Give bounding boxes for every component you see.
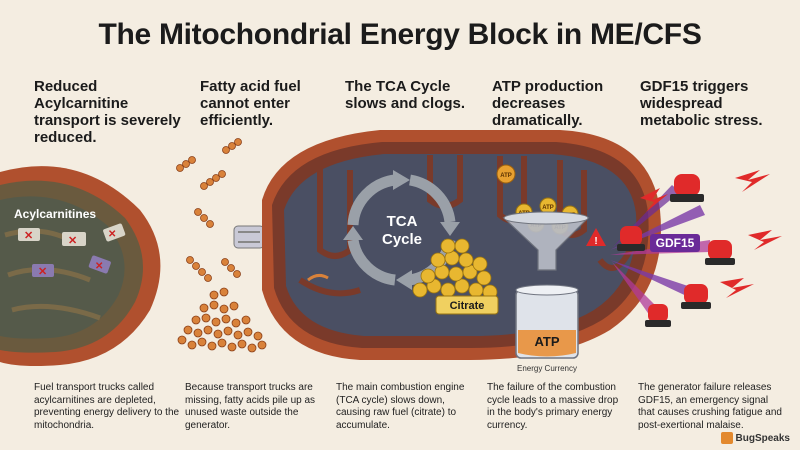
caption-atp: The failure of the combustion cycle lead… [487,382,619,431]
gdf15-tag [650,234,700,252]
brand-name: BugSpeaks [735,432,790,444]
svg-text:✕: ✕ [24,230,33,242]
citrate-label: Citrate [450,300,485,312]
heading-gdf15: GDF15 triggers widespread metabolic stre… [640,78,763,129]
heading-tca: The TCA Cycle slows and clogs. [345,78,466,112]
caption-gdf15: The generator failure releases GDF15, an… [638,382,782,431]
gdf15-label: GDF15 [656,236,695,250]
bug-logo-icon [720,432,733,444]
fatty-acid-pile [177,287,267,353]
left-mitochondrion [0,166,161,366]
heading-acylcarnitine: Reduced Acylcarnitine transport is sever… [34,78,181,146]
energy-currency-label: Energy Currency [517,364,577,373]
atp-coin-label: ATP [542,205,554,211]
svg-text:!: ! [594,236,597,247]
alarm-light-icons [617,174,735,327]
transporter-channel [233,225,265,249]
page-title: The Mitochondrial Energy Block in ME/CFS [98,18,702,51]
svg-text:✕: ✕ [108,229,116,240]
caption-acylcarnitine: Fuel transport trucks called acylcarniti… [34,382,180,431]
citrate-pile [412,238,498,300]
lightning-icons [640,170,782,298]
svg-text:✕: ✕ [95,261,103,272]
funnel [502,211,590,271]
brand-logo: BugSpeaks [720,432,790,444]
truck-icons: ✕ ✕ ✕ ✕ ✕ [18,223,126,278]
svg-text:✕: ✕ [68,235,77,247]
heading-atp: ATP production decreases dramatically. [492,78,604,129]
citrate-tag [435,295,499,315]
caption-tca: The main combustion engine (TCA cycle) s… [336,382,465,431]
tca-label: TCA [387,213,418,230]
atp-coin-label: ATP [500,173,512,179]
acylcarnitines-label: Acylcarnitines [14,207,96,221]
caption-fatty-acid: Because transport trucks are missing, fa… [185,382,316,431]
beaker-atp-label: ATP [534,334,559,349]
heading-fatty-acid: Fatty acid fuel cannot enter efficiently… [200,78,301,129]
tca-arrowheads [343,170,460,290]
svg-text:✕: ✕ [38,266,47,278]
warning-icon: ! [586,228,606,247]
cycle-label: Cycle [382,231,422,248]
stray-fatty-acid [307,273,329,282]
atp-beaker [515,284,579,359]
